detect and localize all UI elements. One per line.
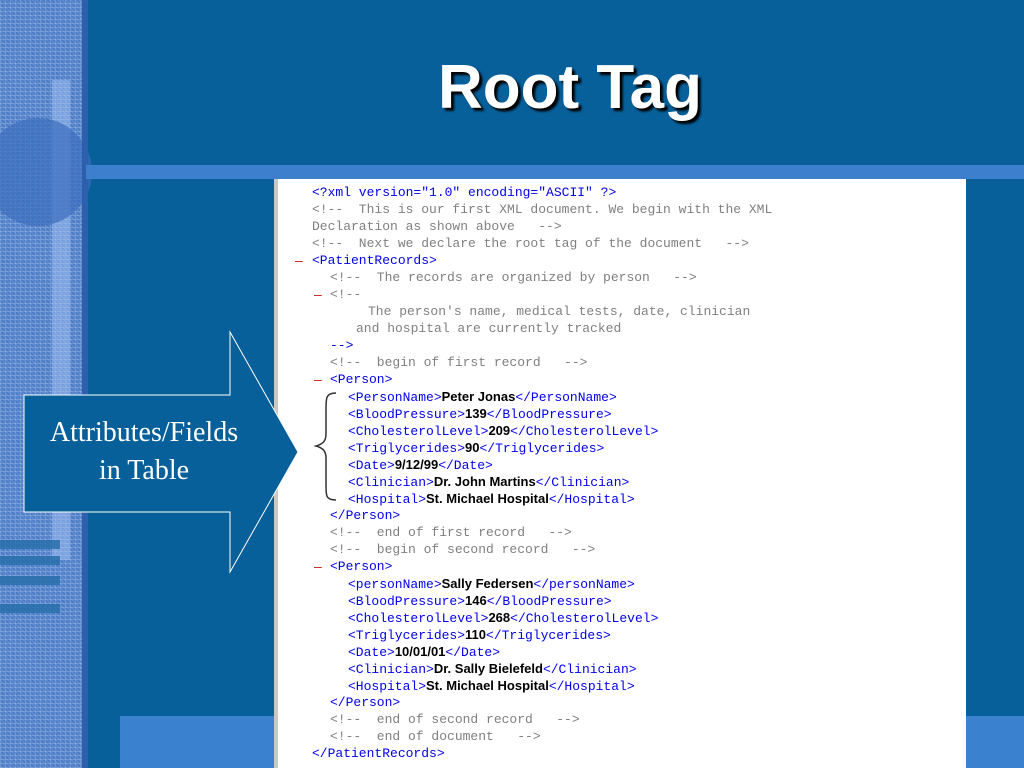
xml-comment: <!-- Next we declare the root tag of the…: [312, 236, 749, 251]
xml-field-value: 139: [465, 406, 487, 421]
xml-field-value: St. Michael Hospital: [426, 678, 549, 693]
title-divider-band: [86, 165, 1024, 179]
xml-open-tag: <Hospital>: [348, 492, 427, 507]
xml-field-value: 209: [488, 423, 511, 438]
xml-open-tag: <Date>: [348, 458, 395, 473]
xml-field-row: <Date>10/01/01</Date>: [348, 643, 500, 660]
xml-comment: <!-- begin of second record -->: [330, 542, 596, 557]
xml-comment: <!-- end of first record -->: [330, 525, 572, 540]
xml-open-tag: <Triglycerides>: [348, 628, 466, 643]
xml-comment: <!-- end of document -->: [330, 729, 541, 744]
xml-field-value: Peter Jonas: [441, 389, 516, 404]
xml-comment: <!-- This is our first XML document. We …: [312, 202, 773, 217]
xml-comment: Declaration as shown above -->: [312, 219, 562, 234]
xml-comment: and hospital are currently tracked: [356, 321, 622, 336]
xml-field-row: <Date>9/12/99</Date>: [348, 456, 493, 473]
xml-comment: <!--: [330, 287, 362, 302]
xml-field-value: 110: [465, 627, 487, 642]
decorative-stripe-line: [0, 540, 60, 549]
decorative-stripe-line: [0, 576, 60, 585]
xml-open-tag: <personName>: [348, 577, 442, 592]
slide-title: Root Tag: [437, 53, 702, 122]
xml-field-value: 90: [465, 440, 480, 455]
xml-person-close-tag: </Person>: [330, 695, 401, 710]
xml-open-tag: <CholesterolLevel>: [348, 424, 489, 439]
decorative-stripe-line: [0, 604, 60, 613]
xml-field-value: Sally Federsen: [441, 576, 534, 591]
xml-field-row: <CholesterolLevel>268</CholesterolLevel>: [348, 609, 658, 626]
xml-person-open-tag: <Person>: [330, 372, 393, 387]
xml-open-tag: <BloodPressure>: [348, 407, 466, 422]
xml-comment: <!-- begin of first record -->: [330, 355, 588, 370]
xml-close-tag: </Date>: [445, 645, 501, 660]
collapse-toggle[interactable]: –: [314, 371, 322, 387]
xml-code-panel: <?xml version="1.0" encoding="ASCII" ?> …: [274, 179, 966, 768]
xml-open-tag: <BloodPressure>: [348, 594, 466, 609]
xml-close-tag: </Clinician>: [542, 662, 637, 677]
collapse-toggle[interactable]: –: [314, 558, 322, 574]
xml-field-row: <PersonName>Peter Jonas</PersonName>: [348, 388, 617, 405]
callout-line-1: Attributes/Fields: [49, 417, 239, 448]
xml-field-row: <Clinician>Dr. Sally Bielefeld</Clinicia…: [348, 660, 637, 677]
xml-field-row: <CholesterolLevel>209</CholesterolLevel>: [348, 422, 658, 439]
xml-open-tag: <Hospital>: [348, 679, 427, 694]
xml-close-tag: </CholesterolLevel>: [510, 424, 659, 439]
xml-close-tag: </BloodPressure>: [486, 407, 612, 422]
xml-open-tag: <PersonName>: [348, 390, 442, 405]
xml-person-open-tag: <Person>: [330, 559, 393, 574]
decorative-side-stripe: [0, 0, 86, 768]
xml-field-value: Dr. Sally Bielefeld: [433, 661, 543, 676]
xml-field-row: <Triglycerides>90</Triglycerides>: [348, 439, 604, 456]
xml-field-value: 268: [488, 610, 511, 625]
xml-field-row: <BloodPressure>139</BloodPressure>: [348, 405, 612, 422]
xml-open-tag: <CholesterolLevel>: [348, 611, 489, 626]
xml-open-tag: <Triglycerides>: [348, 441, 466, 456]
xml-field-row: <Triglycerides>110</Triglycerides>: [348, 626, 611, 643]
xml-close-tag: </PersonName>: [515, 390, 617, 405]
xml-close-tag: </CholesterolLevel>: [510, 611, 659, 626]
xml-comment: <!-- The records are organized by person…: [330, 270, 697, 285]
xml-field-row: <personName>Sally Federsen</personName>: [348, 575, 635, 592]
xml-field-value: 10/01/01: [394, 644, 446, 659]
decorative-stripe-edge: [82, 0, 88, 768]
callout-line-2: in Table: [98, 455, 190, 486]
xml-field-row: <Hospital>St. Michael Hospital</Hospital…: [348, 677, 635, 694]
xml-person-close-tag: </Person>: [330, 508, 401, 523]
xml-declaration: <?xml version="1.0" encoding="ASCII" ?>: [312, 185, 617, 200]
xml-close-tag: </BloodPressure>: [486, 594, 612, 609]
xml-close-tag: </Clinician>: [535, 475, 630, 490]
xml-field-value: St. Michael Hospital: [426, 491, 549, 506]
xml-comment-close: -->: [330, 338, 354, 353]
xml-comment: <!-- end of second record -->: [330, 712, 580, 727]
decorative-circle: [0, 118, 92, 226]
xml-open-tag: <Clinician>: [348, 662, 434, 677]
xml-close-tag: </Hospital>: [548, 679, 635, 694]
xml-field-value: 9/12/99: [394, 457, 439, 472]
collapse-toggle[interactable]: –: [314, 286, 322, 302]
callout-label: Attributes/Fields in Table: [26, 414, 262, 490]
collapse-toggle[interactable]: –: [295, 252, 303, 268]
xml-field-row: <Hospital>St. Michael Hospital</Hospital…: [348, 490, 635, 507]
xml-close-tag: </Triglycerides>: [479, 441, 605, 456]
xml-close-tag: </personName>: [533, 577, 635, 592]
xml-open-tag: <Clinician>: [348, 475, 434, 490]
xml-field-row: <Clinician>Dr. John Martins</Clinician>: [348, 473, 629, 490]
xml-field-row: <BloodPressure>146</BloodPressure>: [348, 592, 612, 609]
xml-root-open-tag: <PatientRecords>: [312, 253, 437, 268]
xml-root-close-tag: </PatientRecords>: [312, 746, 445, 761]
xml-close-tag: </Date>: [438, 458, 493, 473]
xml-open-tag: <Date>: [348, 645, 395, 660]
xml-field-value: Dr. John Martins: [433, 474, 536, 489]
xml-close-tag: </Hospital>: [548, 492, 635, 507]
xml-field-value: 146: [465, 593, 487, 608]
xml-close-tag: </Triglycerides>: [486, 628, 611, 643]
decorative-stripe-line: [0, 556, 60, 565]
xml-comment: The person's name, medical tests, date, …: [368, 304, 751, 319]
